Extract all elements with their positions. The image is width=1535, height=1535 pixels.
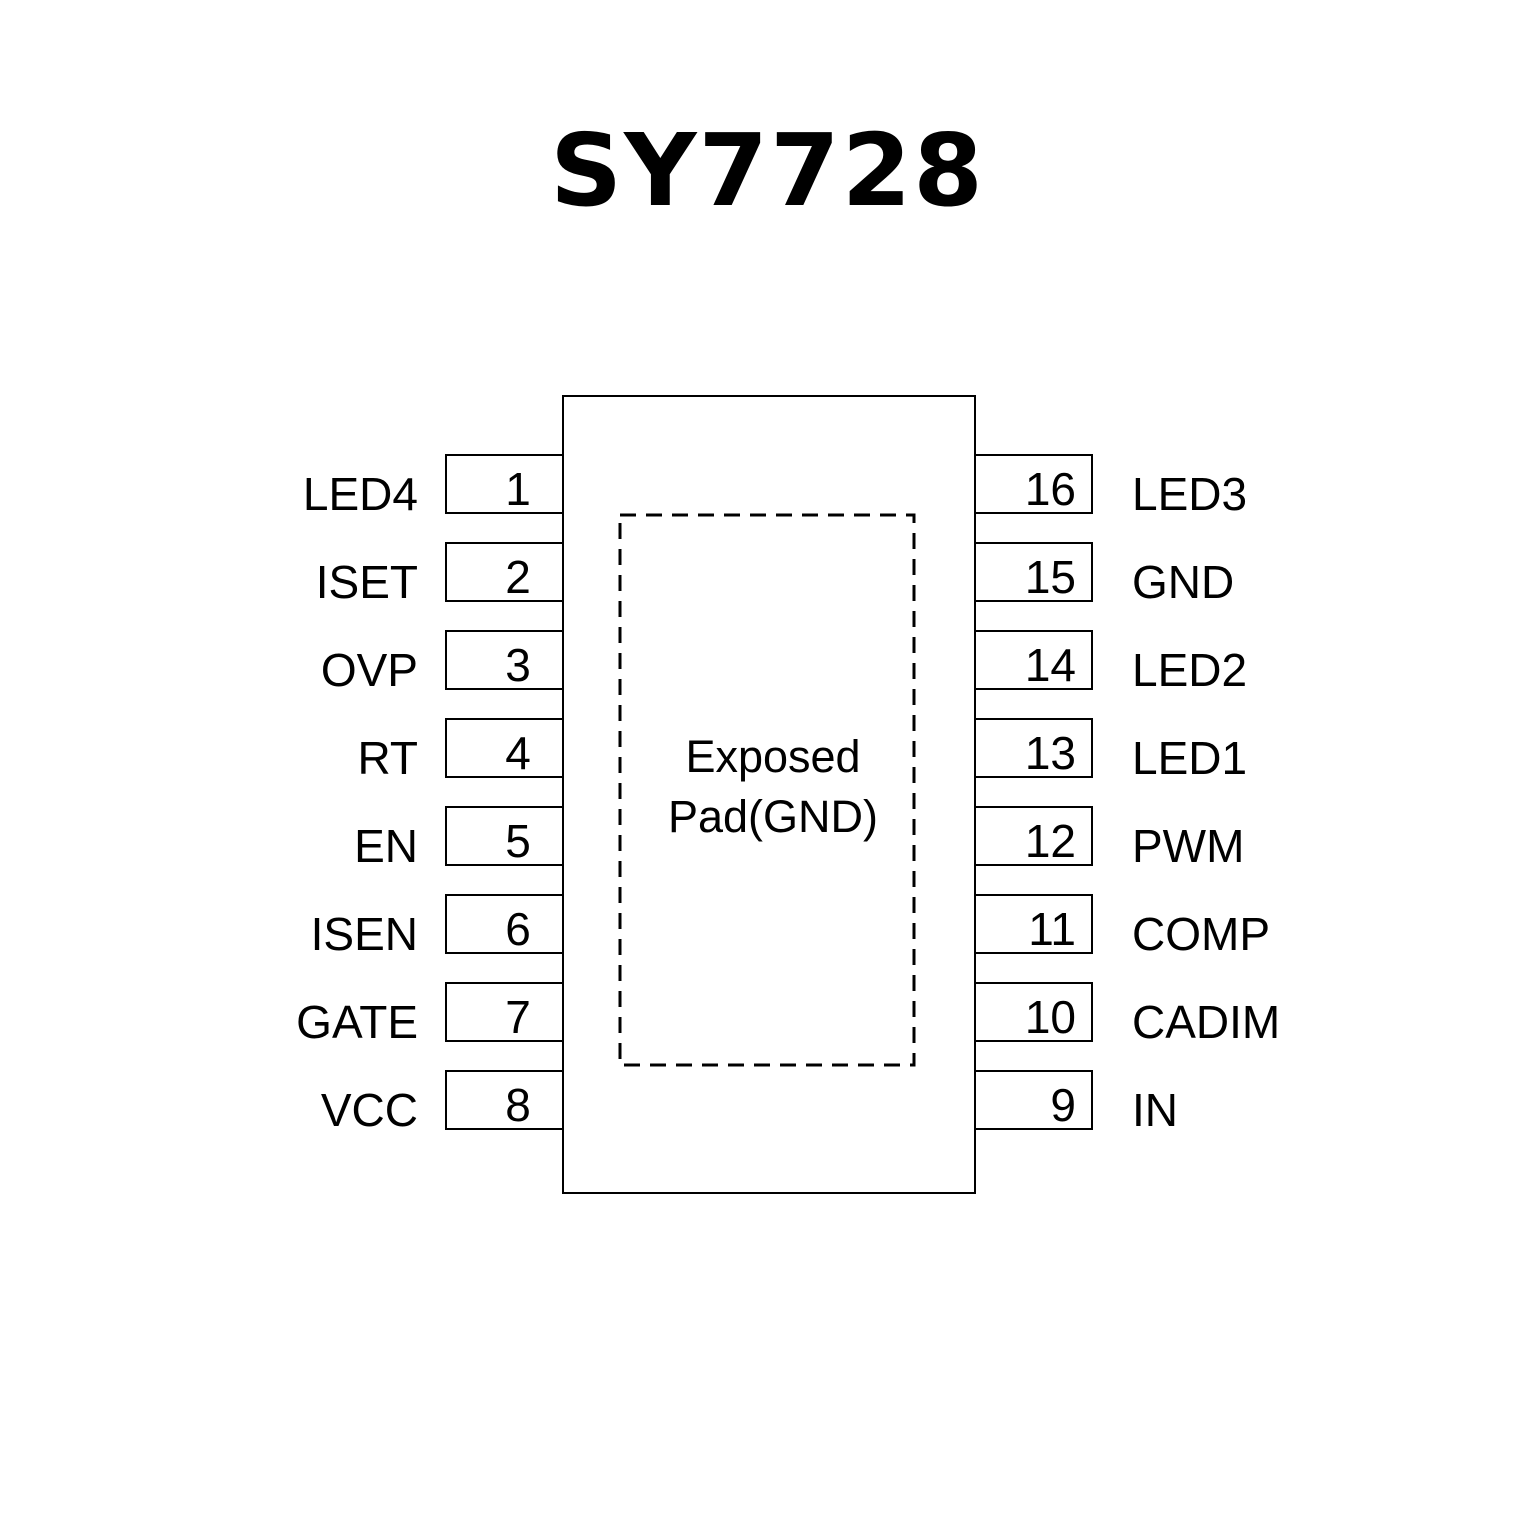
pin-pad	[974, 542, 1093, 602]
pin-number: 14	[1025, 639, 1076, 691]
pin-number: 7	[505, 991, 531, 1043]
pin-pad	[445, 542, 564, 602]
pin-pad	[974, 630, 1093, 690]
pin-number: 16	[1025, 463, 1076, 515]
pin-name: EN	[354, 820, 418, 872]
pin-number: 2	[505, 551, 531, 603]
pin-name: COMP	[1132, 908, 1270, 960]
pin-number: 8	[505, 1079, 531, 1131]
pin-11: 11 COMP	[974, 894, 1270, 960]
pin-pad	[974, 454, 1093, 514]
pin-pad	[445, 630, 564, 690]
pin-pad	[445, 718, 564, 778]
pin-pad	[974, 718, 1093, 778]
pin-number: 12	[1025, 815, 1076, 867]
pin-pad	[445, 982, 564, 1042]
pin-name: LED2	[1132, 644, 1247, 696]
pin-6: 6 ISEN	[311, 894, 564, 960]
pin-number: 3	[505, 639, 531, 691]
pin-number: 6	[505, 903, 531, 955]
pin-name: GND	[1132, 556, 1234, 608]
exposed-pad-outline	[618, 513, 916, 1067]
pin-pad	[445, 894, 564, 954]
pin-name: LED1	[1132, 732, 1247, 784]
pin-name: PWM	[1132, 820, 1244, 872]
pin-2: 2 ISET	[316, 542, 564, 608]
pin-pad	[445, 1070, 564, 1130]
pin-pad	[974, 1070, 1093, 1130]
pin-12: 12 PWM	[974, 806, 1244, 872]
pin-name: IN	[1132, 1084, 1178, 1136]
pin-number: 15	[1025, 551, 1076, 603]
pin-9: 9 IN	[974, 1070, 1178, 1136]
right-pins: 16 LED3 15 GND 14 LED2 13 LED1 12 PWM 11 COMP 10 CADI…	[974, 454, 1280, 1136]
pin-15: 15 GND	[974, 542, 1234, 608]
pin-pad	[445, 454, 564, 514]
left-pins: 1 LED4 2 ISET 3 OVP 4 RT 5 EN 6 ISEN 7 GATE 8 VCC	[296, 454, 564, 1136]
pin-number: 5	[505, 815, 531, 867]
pin-number: 11	[1028, 903, 1076, 955]
pin-8: 8 VCC	[321, 1070, 564, 1136]
pin-7: 7 GATE	[296, 982, 564, 1048]
pin-pad	[445, 806, 564, 866]
pin-name: OVP	[321, 644, 418, 696]
chip-title: SY7728	[550, 112, 985, 229]
pin-pad	[974, 806, 1093, 866]
chip-body	[562, 395, 976, 1194]
pin-name: VCC	[321, 1084, 418, 1136]
pin-name: LED4	[303, 468, 418, 520]
exposed-pad-label-line1: Exposed	[685, 731, 860, 782]
pin-1: 1 LED4	[303, 454, 564, 520]
pin-name: ISET	[316, 556, 418, 608]
pin-number: 1	[505, 463, 531, 515]
pin-number: 4	[505, 727, 531, 779]
pin-14: 14 LED2	[974, 630, 1247, 696]
pin-name: RT	[358, 732, 419, 784]
pin-3: 3 OVP	[321, 630, 564, 696]
pin-4: 4 RT	[358, 718, 564, 784]
pin-number: 13	[1025, 727, 1076, 779]
pin-name: CADIM	[1132, 996, 1280, 1048]
pin-10: 10 CADIM	[974, 982, 1280, 1048]
pin-16: 16 LED3	[974, 454, 1247, 520]
pin-number: 10	[1025, 991, 1076, 1043]
pin-name: ISEN	[311, 908, 418, 960]
pin-pad	[974, 982, 1093, 1042]
pin-13: 13 LED1	[974, 718, 1247, 784]
exposed-pad-label-line2: Pad(GND)	[668, 791, 878, 842]
pin-5: 5 EN	[354, 806, 564, 872]
pin-number: 9	[1050, 1079, 1076, 1131]
pin-name: LED3	[1132, 468, 1247, 520]
pin-pad	[974, 894, 1093, 954]
pin-name: GATE	[296, 996, 418, 1048]
